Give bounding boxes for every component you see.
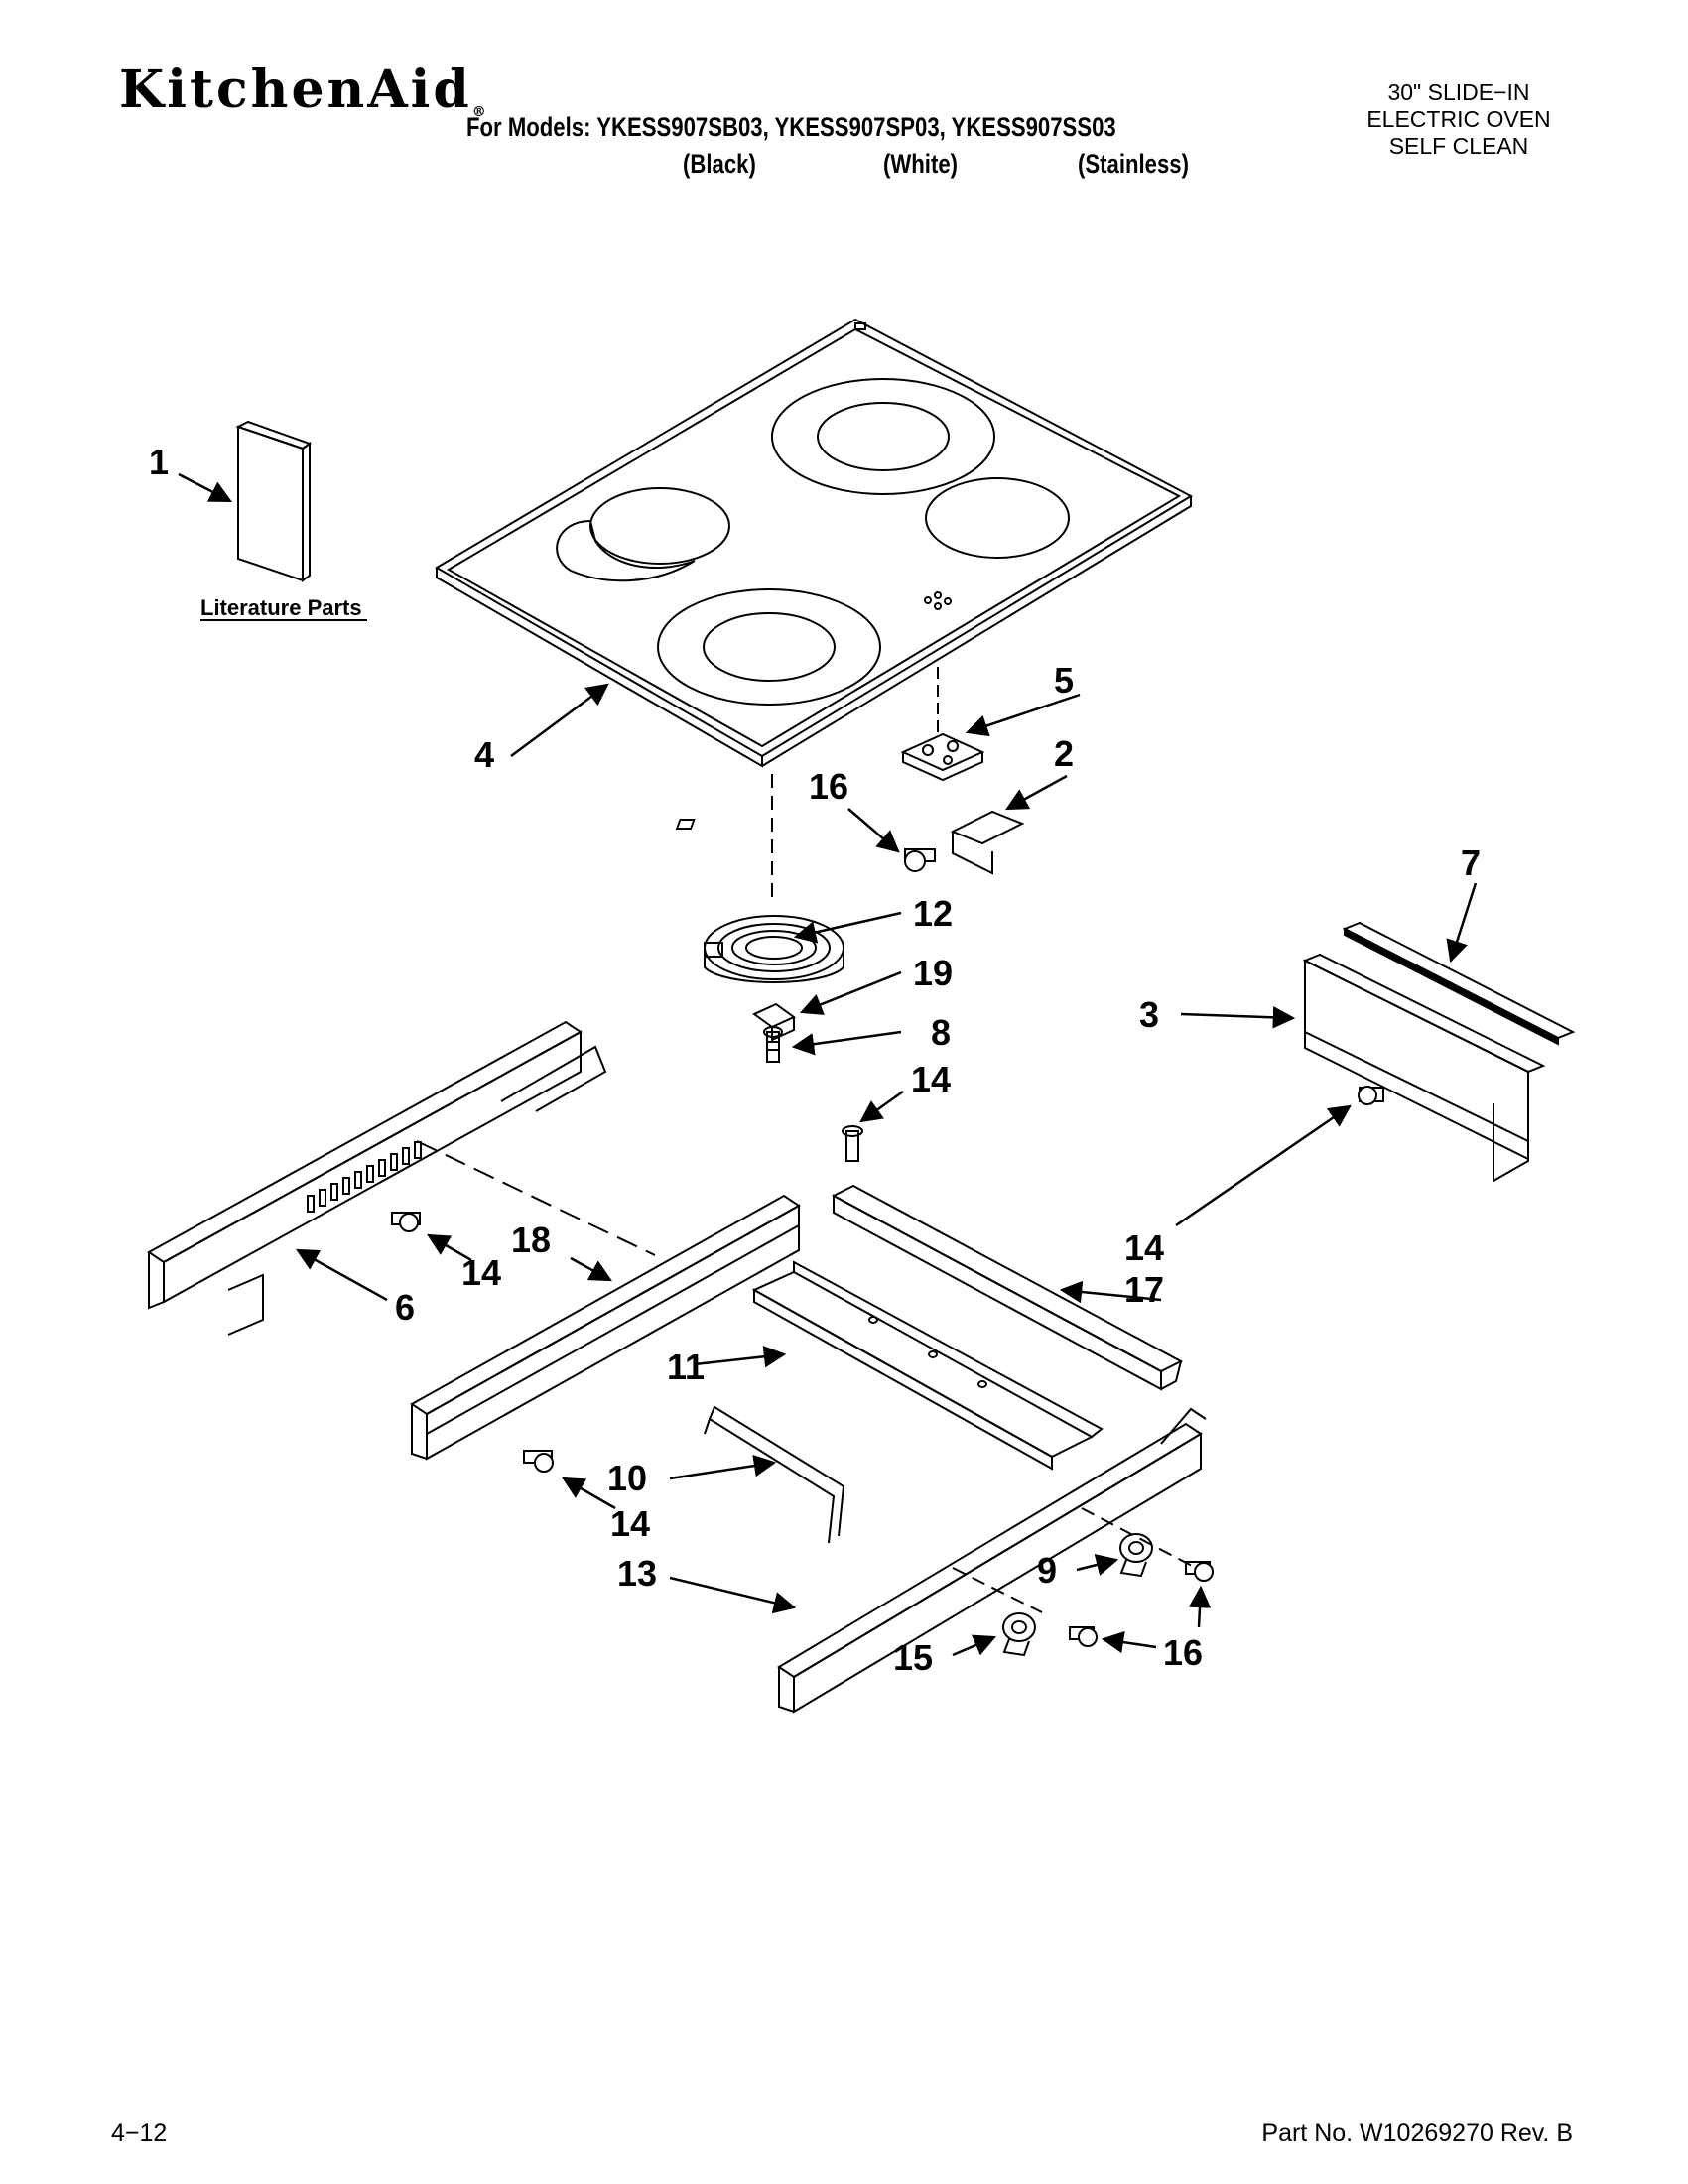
variant-white: (White) xyxy=(883,149,959,179)
callout-9: 9 xyxy=(1037,1550,1057,1591)
callout-13: 13 xyxy=(617,1553,657,1594)
rear-strip xyxy=(1342,921,1576,1046)
page-number: 4−12 xyxy=(111,2120,168,2147)
variant-black: (Black) xyxy=(683,149,756,179)
center-support xyxy=(831,1184,1184,1391)
screw-center xyxy=(842,1125,863,1162)
alignment-line-leveler-right xyxy=(1081,1507,1197,1569)
side-rail-left xyxy=(147,1020,607,1336)
callout-arrows xyxy=(178,472,1478,1657)
element-clip xyxy=(752,1002,796,1042)
support-bracket xyxy=(704,1405,845,1544)
cooktop-glass xyxy=(435,318,1194,768)
callout-14-right: 14 xyxy=(1124,1227,1164,1268)
callout-16: 16 xyxy=(809,766,848,807)
callout-3: 3 xyxy=(1139,994,1159,1035)
screw-leveler-right xyxy=(1185,1561,1214,1582)
callout-18: 18 xyxy=(511,1220,551,1260)
registered-mark: ® xyxy=(471,104,486,120)
callout-11: 11 xyxy=(667,1347,705,1387)
product-line-1: 30" SLIDE−IN xyxy=(1387,79,1530,105)
callout-14-left: 14 xyxy=(461,1252,501,1293)
callout-17: 17 xyxy=(1124,1269,1164,1310)
callout-2: 2 xyxy=(1054,733,1074,774)
screw-front-rail xyxy=(523,1450,554,1473)
callout-16-lower: 16 xyxy=(1163,1632,1203,1673)
leveler-left xyxy=(1002,1612,1036,1657)
callout-1: 1 xyxy=(149,442,169,482)
rear-panel xyxy=(1302,953,1546,1183)
callout-19: 19 xyxy=(913,953,953,993)
variant-stainless: (Stainless) xyxy=(1078,149,1189,179)
callout-7: 7 xyxy=(1461,842,1481,883)
front-rail xyxy=(410,1194,801,1461)
callout-8: 8 xyxy=(931,1012,951,1053)
switch-bracket xyxy=(675,810,1025,875)
product-line-2: ELECTRIC OVEN xyxy=(1366,106,1551,132)
callout-labels: 1 4 5 2 16 7 12 19 3 8 14 14 18 14 6 17 … xyxy=(149,442,1481,1678)
alignment-line-leveler-left xyxy=(952,1567,1043,1613)
callout-12: 12 xyxy=(913,893,953,934)
callout-10: 10 xyxy=(607,1458,647,1498)
callout-15: 15 xyxy=(893,1637,933,1678)
screw-upper xyxy=(904,848,936,872)
callout-5: 5 xyxy=(1054,660,1074,701)
screw-left-rail xyxy=(391,1212,421,1232)
callout-4: 4 xyxy=(474,734,494,775)
screw-rear xyxy=(1358,1086,1384,1105)
models-line: For Models: YKESS907SB03, YKESS907SP03, … xyxy=(466,112,1116,142)
element-switch xyxy=(900,667,985,782)
part-number: Part No. W10269270 Rev. B xyxy=(1261,2120,1573,2147)
literature-parts-booklet xyxy=(235,420,313,582)
brand-name: KitchenAid xyxy=(119,60,472,120)
leveler-right xyxy=(1119,1533,1153,1578)
brand-logo: KitchenAid® xyxy=(119,60,486,120)
screw-8 xyxy=(763,1026,783,1063)
callout-14-lower: 14 xyxy=(610,1503,650,1544)
product-description: 30" SLIDE−IN ELECTRIC OVEN SELF CLEAN xyxy=(1320,79,1598,160)
product-line-3: SELF CLEAN xyxy=(1388,133,1529,159)
literature-parts-label: Literature Parts xyxy=(200,595,362,620)
base-tray xyxy=(751,1260,1104,1471)
radiant-element xyxy=(704,915,844,983)
screw-leveler-left xyxy=(1069,1626,1098,1647)
alignment-line-rail xyxy=(416,1140,656,1256)
bottom-rail xyxy=(777,1407,1207,1714)
callout-14-upper: 14 xyxy=(911,1059,951,1099)
callout-6: 6 xyxy=(395,1287,415,1328)
